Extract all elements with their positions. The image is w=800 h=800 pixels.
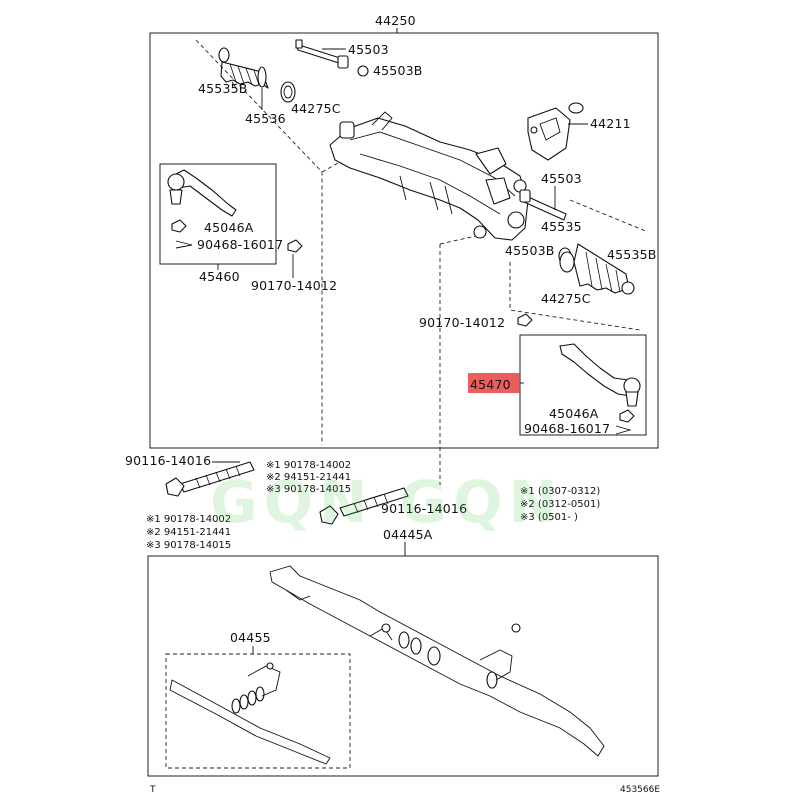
- rack-boot-left[interactable]: [218, 47, 269, 89]
- note-bottom-3: ※3 90178-14015: [146, 540, 231, 551]
- label-45503b-top[interactable]: 45503B: [373, 63, 423, 78]
- lock-nut-45503b-top[interactable]: [357, 65, 369, 77]
- o-ring-44275c-right[interactable]: [559, 251, 575, 273]
- seal-kit-04455[interactable]: [169, 662, 331, 765]
- watermark: GQN GQN: [210, 468, 563, 536]
- nut-90170-right[interactable]: [517, 313, 533, 327]
- drawing-number: 453566E: [620, 785, 660, 795]
- label-44275c-right[interactable]: 44275C: [541, 291, 591, 306]
- note-left-2: ※2 94151-21441: [266, 472, 351, 483]
- label-90116-right[interactable]: 90116-14016: [381, 501, 467, 516]
- label-04455[interactable]: 04455: [230, 630, 271, 645]
- date-code-2: ※2 (0312-0501): [520, 499, 600, 510]
- note-left-3: ※3 90178-14015: [266, 484, 351, 495]
- date-code-1: ※1 (0307-0312): [520, 486, 600, 497]
- label-45470[interactable]: 45470: [470, 377, 511, 392]
- rack-assembly-frame: [149, 32, 659, 449]
- label-45503b-right[interactable]: 45503B: [505, 243, 555, 258]
- label-45460[interactable]: 45460: [199, 269, 240, 284]
- label-90170-right[interactable]: 90170-14012: [419, 315, 505, 330]
- boot-clamp-45536[interactable]: [257, 66, 267, 88]
- rack-end-45503-right[interactable]: [519, 189, 567, 221]
- cotter-pin-90468-left[interactable]: [175, 240, 193, 249]
- label-45536[interactable]: 45536: [245, 111, 286, 126]
- adjusting-bolt-90116-left[interactable]: [165, 461, 255, 497]
- label-44275c-top[interactable]: 44275C: [291, 101, 341, 116]
- label-45046a-right[interactable]: 45046A: [549, 406, 599, 421]
- label-90468-left[interactable]: 90468-16017: [197, 237, 283, 252]
- steering-rack-housing[interactable]: [329, 111, 529, 241]
- label-45535-right[interactable]: 45535: [541, 219, 582, 234]
- label-45535b-right[interactable]: 45535B: [607, 247, 657, 262]
- cotter-pin-90468-right[interactable]: [615, 425, 632, 435]
- sub-kit-frame: [165, 653, 351, 769]
- label-44211[interactable]: 44211: [590, 116, 631, 131]
- note-bottom-2: ※2 94151-21441: [146, 527, 231, 538]
- nut-45046a-left[interactable]: [171, 219, 187, 233]
- o-ring-44275c-top[interactable]: [280, 81, 296, 103]
- label-90116-left[interactable]: 90116-14016: [125, 453, 211, 468]
- note-left-1: ※1 90178-14002: [266, 460, 351, 471]
- gasket-kit-frame: [147, 555, 659, 777]
- nut-45046a-right[interactable]: [619, 409, 635, 423]
- label-45503-right[interactable]: 45503: [541, 171, 582, 186]
- rack-boot-right[interactable]: [573, 243, 635, 295]
- note-bottom-1: ※1 90178-14002: [146, 514, 231, 525]
- rack-end-45503-top[interactable]: [295, 39, 349, 69]
- corner-mark: T: [149, 785, 156, 795]
- label-44250[interactable]: 44250: [375, 13, 416, 28]
- label-90468-right[interactable]: 90468-16017: [524, 421, 610, 436]
- tie-rod-end-left[interactable]: [167, 169, 237, 217]
- nut-90170-left[interactable]: [287, 239, 303, 253]
- label-04445a[interactable]: 04445A: [383, 527, 433, 542]
- tie-rod-end-right[interactable]: [559, 343, 641, 407]
- highlight-45470: [468, 373, 520, 393]
- bracket-44211[interactable]: [527, 102, 584, 161]
- label-45046a-left[interactable]: 45046A: [204, 220, 254, 235]
- label-90170-left[interactable]: 90170-14012: [251, 278, 337, 293]
- adjusting-bolt-90116-right[interactable]: [319, 487, 409, 525]
- label-45503-top[interactable]: 45503: [348, 42, 389, 57]
- date-code-3: ※3 (0501- ): [520, 512, 578, 523]
- label-45535b-top[interactable]: 45535B: [198, 81, 248, 96]
- rack-outline-kit[interactable]: [269, 565, 605, 757]
